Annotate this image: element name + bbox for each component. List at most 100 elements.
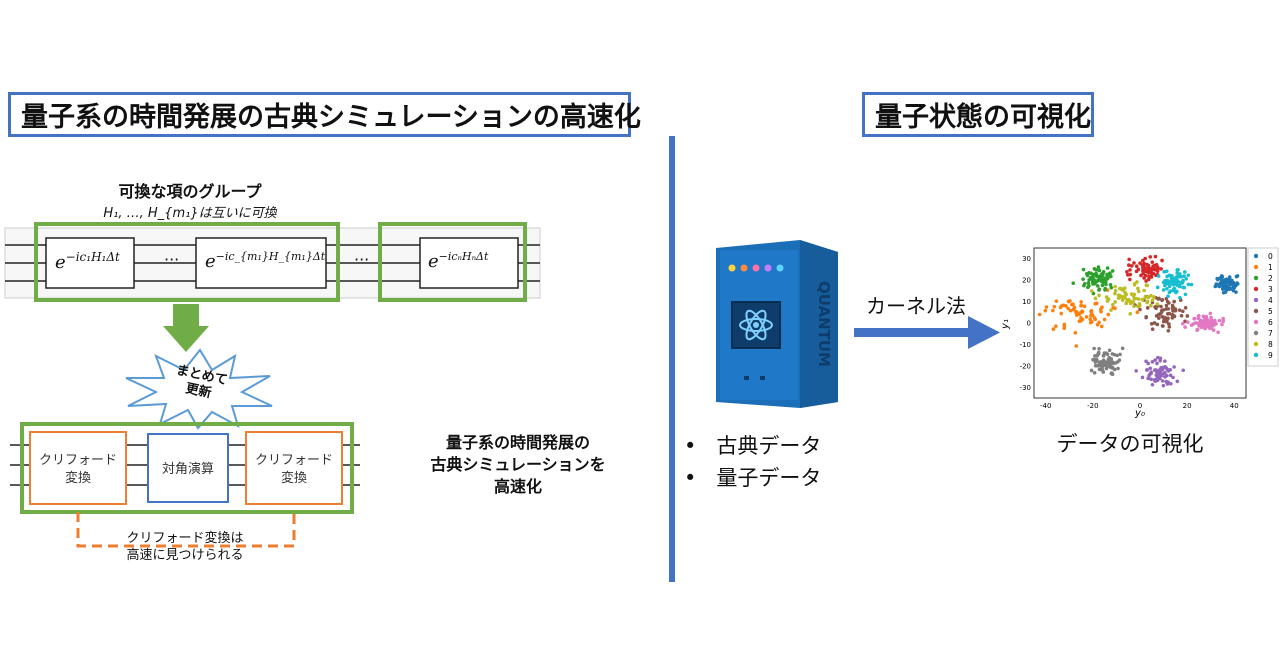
point-series-9 — [1177, 284, 1182, 289]
point-series-1 — [1079, 303, 1083, 308]
point-series-9 — [1165, 281, 1170, 286]
point-series-1 — [1073, 331, 1078, 335]
point-series-2 — [1084, 271, 1089, 276]
point-series-7 — [1120, 346, 1125, 351]
point-series-7 — [1108, 363, 1113, 368]
point-series-6 — [1208, 311, 1213, 316]
point-series-5 — [1167, 322, 1171, 326]
point-series-2 — [1092, 278, 1097, 282]
point-series-1 — [1059, 311, 1064, 316]
point-series-4 — [1159, 368, 1164, 372]
point-series-2 — [1103, 288, 1107, 292]
point-series-8 — [1136, 286, 1140, 291]
point-series-1 — [1062, 326, 1067, 331]
trotter-circuit — [4, 222, 541, 302]
point-series-8 — [1113, 291, 1117, 296]
point-series-1 — [1106, 312, 1111, 317]
point-series-9 — [1178, 295, 1182, 300]
point-series-4 — [1144, 359, 1148, 364]
point-series-4 — [1171, 375, 1175, 380]
point-series-8 — [1105, 299, 1110, 303]
point-series-4 — [1150, 383, 1155, 387]
legend-marker-2 — [1253, 275, 1259, 281]
point-series-0 — [1219, 279, 1224, 284]
y-tick-label: 0 — [1027, 320, 1031, 328]
point-series-3 — [1125, 270, 1129, 274]
point-series-1 — [1068, 308, 1073, 313]
point-series-7 — [1097, 367, 1102, 372]
point-series-4 — [1169, 381, 1173, 386]
point-series-8 — [1097, 293, 1101, 298]
point-series-6 — [1192, 316, 1196, 321]
clifford-note: クリフォード変換は高速に見つけられる — [126, 531, 244, 563]
point-series-8 — [1121, 295, 1126, 300]
point-series-2 — [1094, 274, 1099, 278]
point-series-5 — [1166, 328, 1171, 333]
gate-3: e−icₙHₙΔt — [428, 250, 489, 272]
point-series-6 — [1217, 318, 1222, 323]
point-series-5 — [1145, 306, 1150, 310]
point-series-1 — [1099, 307, 1103, 312]
point-series-2 — [1081, 277, 1085, 281]
point-series-8 — [1152, 295, 1156, 299]
point-series-8 — [1120, 288, 1125, 292]
clifford-left-box: クリフォード変換 — [38, 453, 117, 486]
point-series-6 — [1216, 330, 1220, 335]
left-summary: 量子系の時間発展の 古典シミュレーションを 高速化 — [430, 433, 606, 496]
point-series-1 — [1089, 309, 1093, 314]
point-series-7 — [1112, 352, 1117, 357]
point-series-1 — [1068, 299, 1072, 303]
point-series-4 — [1155, 361, 1159, 366]
point-series-4 — [1181, 368, 1185, 373]
point-series-1 — [1095, 322, 1100, 327]
point-series-3 — [1146, 277, 1151, 282]
point-series-3 — [1128, 277, 1132, 282]
point-series-0 — [1233, 283, 1238, 287]
point-series-8 — [1136, 297, 1141, 301]
point-series-1 — [1044, 305, 1049, 309]
point-series-6 — [1199, 325, 1204, 330]
point-series-2 — [1091, 272, 1096, 277]
bullet-item-quantum: • 量子データ — [684, 466, 822, 490]
point-series-3 — [1132, 261, 1136, 265]
point-series-4 — [1145, 368, 1150, 372]
point-series-3 — [1143, 256, 1147, 261]
point-series-7 — [1093, 363, 1098, 368]
point-series-0 — [1224, 285, 1228, 290]
point-series-2 — [1101, 280, 1106, 285]
burst-shape — [125, 348, 273, 430]
point-series-5 — [1166, 316, 1170, 321]
point-series-8 — [1132, 297, 1137, 301]
point-series-2 — [1097, 288, 1101, 292]
point-series-7 — [1107, 348, 1112, 353]
point-series-5 — [1157, 296, 1161, 301]
point-series-1 — [1099, 324, 1104, 329]
point-series-3 — [1128, 268, 1132, 272]
point-series-1 — [1079, 300, 1083, 304]
point-series-2 — [1071, 281, 1076, 286]
point-series-3 — [1150, 272, 1154, 277]
gate-dots-1: ··· — [164, 250, 180, 269]
point-series-5 — [1179, 313, 1184, 318]
point-series-6 — [1209, 315, 1213, 320]
point-series-9 — [1164, 269, 1169, 274]
point-series-9 — [1156, 274, 1161, 278]
point-series-1 — [1082, 304, 1087, 309]
legend-marker-1 — [1253, 264, 1259, 270]
point-series-3 — [1134, 264, 1139, 269]
point-series-7 — [1092, 370, 1097, 375]
gate-dots-2: ··· — [354, 250, 370, 269]
legend-label-5: 5 — [1268, 307, 1273, 316]
x-tick-label: 20 — [1183, 402, 1192, 410]
point-series-9 — [1183, 292, 1188, 297]
point-series-7 — [1117, 358, 1122, 362]
point-series-7 — [1097, 346, 1101, 351]
commuting-group-label: 可換な項のグループ — [118, 182, 262, 201]
down-arrow — [163, 304, 209, 352]
svg-text:QUANTUM: QUANTUM — [815, 281, 833, 367]
point-series-1 — [1079, 316, 1083, 320]
x-tick-label: -20 — [1087, 402, 1098, 410]
legend-label-3: 3 — [1268, 285, 1273, 294]
point-series-7 — [1101, 354, 1106, 358]
